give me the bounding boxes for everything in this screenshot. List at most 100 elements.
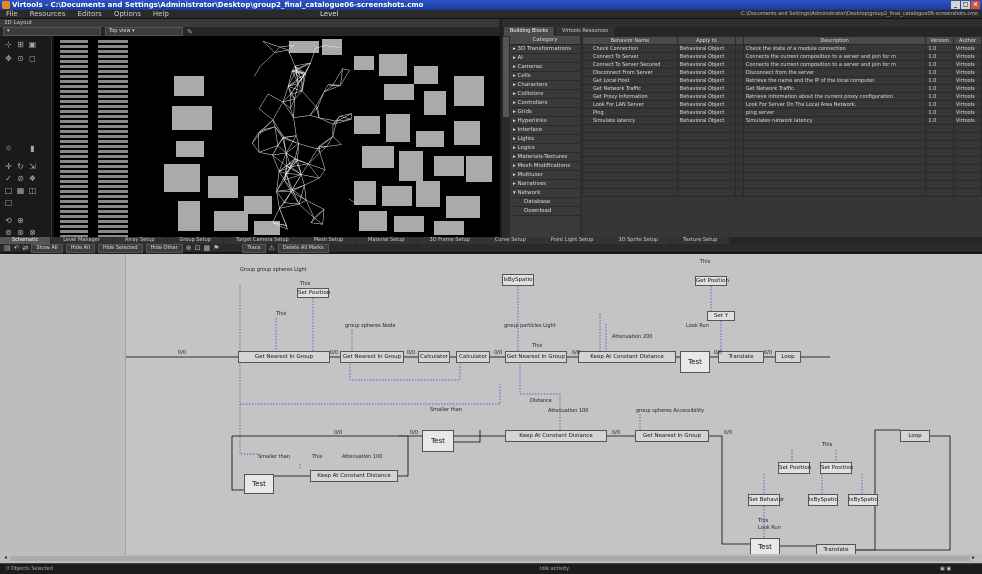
- building-mesh[interactable]: [434, 221, 464, 235]
- schematic-hscrollbar[interactable]: ◂ ▸: [0, 554, 982, 563]
- building-block-s1[interactable]: Set Position: [297, 288, 329, 298]
- object-list-entry[interactable]: [98, 65, 128, 68]
- hide-other-button[interactable]: Hide Other: [146, 244, 183, 253]
- parameter-link[interactable]: [240, 284, 500, 404]
- object-list-entry[interactable]: [60, 60, 88, 63]
- category-item[interactable]: ▾ Network: [510, 189, 580, 198]
- building-block-s5[interactable]: Set Position: [778, 462, 810, 474]
- building-mesh[interactable]: [362, 146, 394, 168]
- building-block-b5[interactable]: Get Nearest In Group: [505, 351, 567, 363]
- building-mesh[interactable]: [379, 54, 407, 76]
- category-item[interactable]: ▸ Multiuser: [510, 171, 580, 180]
- object-list-entry[interactable]: [60, 205, 88, 208]
- building-mesh[interactable]: [394, 216, 424, 232]
- parameter-link[interactable]: [240, 404, 258, 454]
- category-item[interactable]: ▸ Narratives: [510, 180, 580, 189]
- editor-tab[interactable]: Texture Setup: [671, 237, 729, 244]
- object-list-entry[interactable]: [98, 75, 128, 78]
- object-list-entry[interactable]: [60, 200, 88, 203]
- category-item[interactable]: ▸ AI: [510, 54, 580, 63]
- behavior-link[interactable]: [709, 436, 750, 544]
- col-version[interactable]: Version: [926, 37, 954, 45]
- building-block-b14[interactable]: Keep At Constant Distance: [310, 470, 398, 482]
- category-item[interactable]: ▸ Materials-Textures: [510, 153, 580, 162]
- parameter-link[interactable]: [520, 364, 560, 430]
- object-list-entry[interactable]: [98, 180, 128, 183]
- orbit-icon[interactable]: ⟲: [4, 216, 13, 225]
- object-list-entry[interactable]: [60, 125, 88, 128]
- object-list-entry[interactable]: [98, 225, 128, 228]
- category-item[interactable]: ▸ Interface: [510, 126, 580, 135]
- warning-icon[interactable]: ⚠: [269, 244, 275, 252]
- object-list-entry[interactable]: [60, 115, 88, 118]
- tab-virtools-resources[interactable]: Virtools Resources: [556, 27, 614, 36]
- camera-dropdown[interactable]: Top view ▾: [105, 27, 183, 36]
- translate-icon[interactable]: ✛: [4, 162, 13, 171]
- building-mesh[interactable]: [359, 211, 387, 231]
- building-block-b2[interactable]: Get Nearest In Group: [340, 351, 404, 363]
- building-mesh[interactable]: [399, 151, 423, 181]
- building-mesh[interactable]: [354, 56, 374, 70]
- category-item[interactable]: ▸ Cameras: [510, 63, 580, 72]
- camera-create-icon[interactable]: ▢: [4, 198, 13, 207]
- object-list-entry[interactable]: [98, 150, 128, 153]
- object-list-entry[interactable]: [60, 155, 88, 158]
- object-list-entry[interactable]: [60, 120, 88, 123]
- building-mesh[interactable]: [414, 66, 438, 84]
- object-list-entry[interactable]: [60, 215, 88, 218]
- tab-building-blocks[interactable]: Building Blocks: [504, 27, 554, 36]
- category-item[interactable]: Download: [510, 207, 580, 216]
- unlink-icon[interactable]: ⊘: [16, 174, 25, 183]
- object-list-entry[interactable]: [60, 70, 88, 73]
- camera-tool-icon[interactable]: ▣: [28, 40, 37, 49]
- fit-view-icon[interactable]: ⊡: [195, 244, 201, 252]
- editor-tab[interactable]: 3D Sprite Setup: [606, 237, 670, 244]
- hide-all-button[interactable]: Hide All: [66, 244, 95, 253]
- object-list-entry[interactable]: [98, 210, 128, 213]
- object-list-entry[interactable]: [60, 185, 88, 188]
- category-item[interactable]: ▸ Cells: [510, 72, 580, 81]
- object-list-entry[interactable]: [60, 100, 88, 103]
- object-list-entry[interactable]: [60, 230, 88, 233]
- building-block-b9[interactable]: Loop: [775, 351, 801, 363]
- category-item[interactable]: ▸ Mesh Modifications: [510, 162, 580, 171]
- editor-tab[interactable]: Material Setup: [356, 237, 416, 244]
- object-list-entry[interactable]: [98, 45, 128, 48]
- frame-tool-icon[interactable]: ▮: [28, 144, 37, 153]
- col-behavior-name[interactable]: Behavior Name: [583, 37, 678, 45]
- building-block-b1[interactable]: Get Nearest In Group: [238, 351, 330, 363]
- box-icon[interactable]: □: [4, 186, 13, 195]
- delete-all-marks-button[interactable]: Delete All Marks: [278, 244, 329, 253]
- object-list-entry[interactable]: [98, 105, 128, 108]
- building-mesh[interactable]: [454, 76, 484, 106]
- col-author[interactable]: Author: [953, 37, 981, 45]
- object-list-entry[interactable]: [60, 75, 88, 78]
- category-item[interactable]: ▸ Logics: [510, 144, 580, 153]
- zoom-icon[interactable]: ⊕: [186, 244, 192, 252]
- object-list-entry[interactable]: [60, 150, 88, 153]
- object-list-entry[interactable]: [98, 160, 128, 163]
- object-list-entry[interactable]: [60, 65, 88, 68]
- scale-icon[interactable]: ⇲: [28, 162, 37, 171]
- light-tool-icon[interactable]: ☼: [4, 144, 13, 153]
- object-list-entry[interactable]: [60, 140, 88, 143]
- building-mesh[interactable]: [382, 186, 412, 206]
- object-list-entry[interactable]: [98, 185, 128, 188]
- building-block-s3[interactable]: Get Position: [695, 276, 727, 286]
- building-block-s2[interactable]: IsBySpatio: [502, 274, 534, 286]
- building-block-s9[interactable]: IsBySpatio: [848, 494, 878, 506]
- trace-button[interactable]: Trace: [242, 244, 265, 253]
- object-list-entry[interactable]: [60, 160, 88, 163]
- object-list-entry[interactable]: [98, 130, 128, 133]
- object-list-entry[interactable]: [98, 80, 128, 83]
- building-mesh[interactable]: [354, 116, 380, 134]
- object-list-entry[interactable]: [60, 220, 88, 223]
- show-all-button[interactable]: Show All: [31, 244, 62, 253]
- menu-resources[interactable]: Resources: [30, 10, 66, 18]
- building-mesh[interactable]: [214, 211, 248, 231]
- object-list-entry[interactable]: [98, 125, 128, 128]
- object-list-entry[interactable]: [98, 220, 128, 223]
